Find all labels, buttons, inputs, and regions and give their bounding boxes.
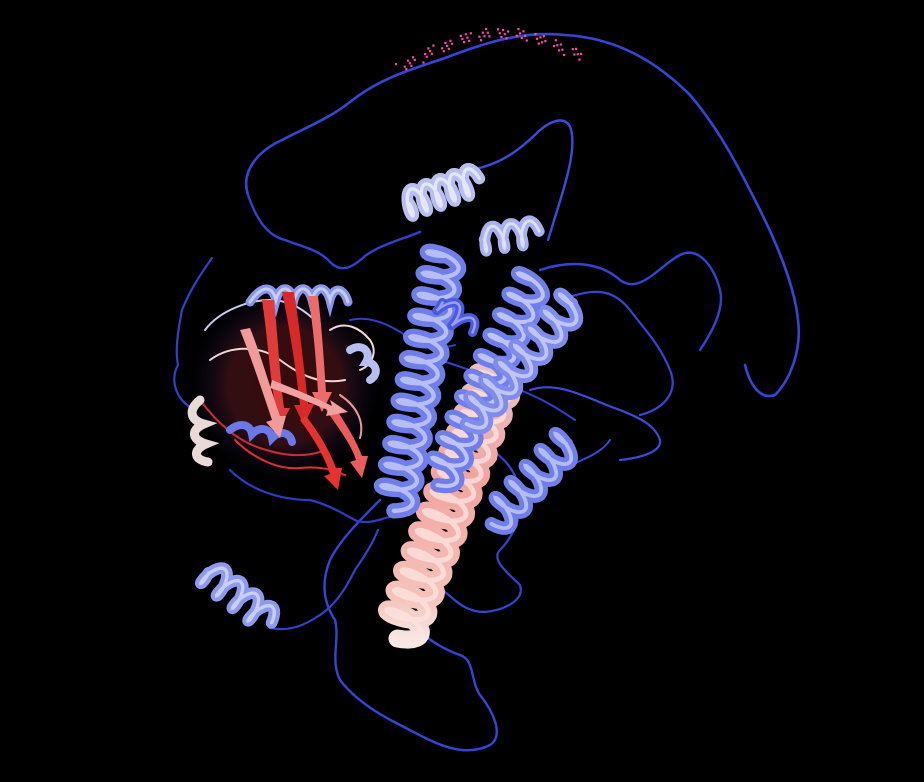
magenta-dot (537, 42, 540, 45)
magenta-dot (483, 35, 486, 38)
magenta-dot (500, 36, 503, 39)
magenta-dot (556, 44, 559, 47)
magenta-dot (522, 30, 525, 33)
magenta-dot (580, 52, 583, 56)
helix-bottom-left (195, 562, 281, 629)
lower-left-loop (268, 528, 380, 631)
magenta-dot (575, 47, 578, 50)
magenta-dot (468, 39, 471, 42)
magenta-dot (544, 40, 547, 43)
magenta-dot (430, 52, 433, 55)
magenta-dot (517, 28, 520, 31)
helix-mid-2 (459, 287, 584, 435)
right-loop-2 (558, 290, 674, 417)
magenta-dot (461, 37, 464, 41)
magenta-dot (407, 59, 410, 62)
magenta-dot (515, 34, 518, 37)
magenta-dot (498, 32, 501, 35)
top-loop (245, 32, 801, 398)
magenta-dot (442, 50, 445, 53)
magenta-dot (405, 68, 408, 71)
right-loop-1 (538, 251, 723, 352)
magenta-dot (542, 35, 545, 38)
helix-top-small (401, 162, 486, 222)
magenta-dot (480, 39, 483, 42)
magenta-dot (534, 33, 537, 36)
magenta-dot (459, 34, 462, 37)
alpha-helices (195, 162, 584, 649)
magenta-dot (408, 62, 411, 65)
magenta-dot (520, 36, 523, 39)
magenta-dot (503, 33, 506, 36)
magenta-dot (481, 31, 484, 34)
magenta-dot (486, 31, 489, 34)
magenta-dot (507, 30, 510, 33)
magenta-dot (478, 35, 481, 38)
magenta-dot (424, 53, 427, 56)
domain-helix-left (187, 395, 220, 467)
magenta-dot (505, 37, 508, 40)
magenta-dot (497, 28, 500, 31)
magenta-dot (554, 39, 557, 42)
beta-barrel-domain (187, 284, 380, 490)
magenta-dot (524, 34, 527, 37)
helix-tall-left (373, 243, 467, 519)
magenta-dot (449, 39, 452, 42)
magenta-dot (576, 53, 579, 56)
magenta-dot (446, 44, 449, 47)
magenta-dot (444, 41, 447, 45)
helix-top-mid (478, 215, 545, 257)
magenta-dot (451, 42, 454, 45)
domain-helix-inner (226, 421, 296, 447)
magenta-dots (395, 27, 583, 71)
magenta-dot (558, 49, 561, 52)
helix-right (484, 426, 579, 535)
magenta-dot (539, 36, 542, 39)
magenta-dot (561, 48, 564, 51)
mid-loop (528, 386, 662, 462)
magenta-dot (525, 39, 528, 42)
magenta-dot (413, 58, 416, 61)
magenta-dot (519, 32, 522, 35)
magenta-dot (559, 43, 562, 46)
magenta-dot (422, 61, 425, 64)
helix-inner-blue (432, 298, 480, 337)
magenta-dot (463, 41, 466, 44)
magenta-dot (441, 47, 444, 50)
magenta-dot (403, 65, 406, 68)
upper-left-loop (246, 193, 422, 270)
magenta-dot (541, 41, 544, 44)
left-domain-lower-loop (228, 468, 397, 524)
magenta-dot (502, 29, 505, 32)
magenta-dot (429, 50, 432, 53)
magenta-dot (395, 63, 398, 66)
magenta-dot (563, 53, 566, 57)
magenta-dot (410, 64, 413, 67)
magenta-dot (464, 33, 467, 36)
magenta-dot (447, 47, 450, 50)
domain-helix-right (346, 343, 380, 384)
magenta-dot (573, 53, 576, 56)
bottom-long-loop (323, 498, 498, 752)
magenta-dot (488, 35, 491, 38)
magenta-dot (412, 56, 415, 59)
left-wrap-loop (173, 256, 214, 412)
magenta-dot (425, 55, 428, 58)
upper-right-loop (468, 119, 574, 242)
magenta-dot (485, 27, 488, 31)
magenta-dot (466, 36, 469, 39)
magenta-dot (553, 45, 556, 48)
magenta-dot (571, 48, 574, 51)
magenta-dot (578, 58, 581, 61)
domain-helix-top (245, 284, 353, 318)
magenta-dot (469, 32, 472, 35)
magenta-dot (432, 44, 435, 47)
beta-strands (240, 292, 368, 490)
magenta-dot (536, 37, 539, 40)
magenta-dot (427, 47, 430, 50)
